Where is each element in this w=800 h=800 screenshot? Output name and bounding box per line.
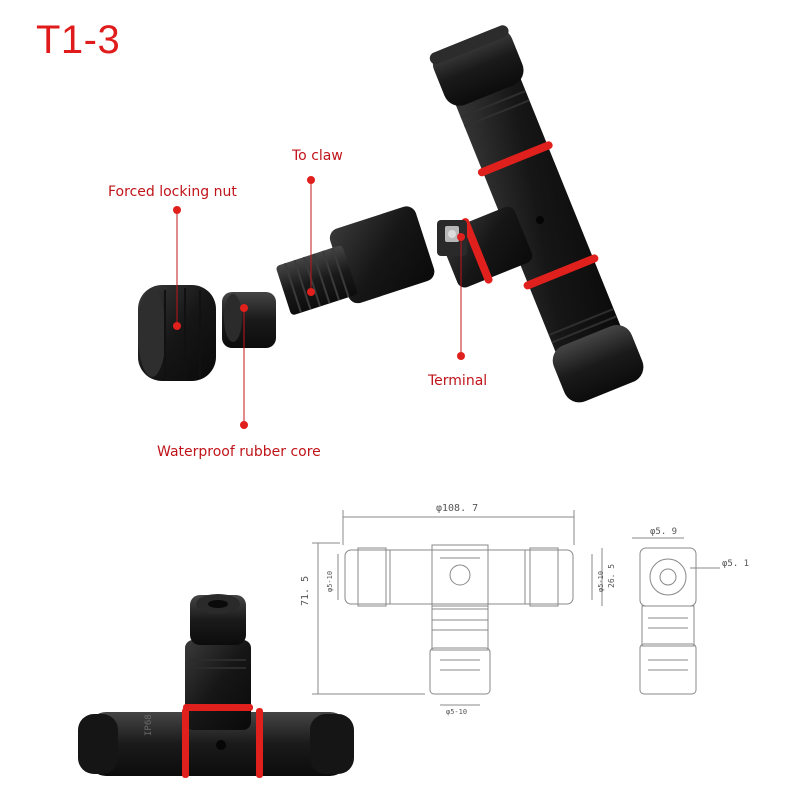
terminal-block [437,220,467,256]
terminal-label: Terminal [428,373,488,389]
t-connector-photo-bottom [78,594,354,778]
to-claw-part [276,206,435,315]
callout-dot [307,288,315,296]
product-title: T1-3 [36,18,121,62]
body-height-dimension: 26. 5 [607,563,616,588]
technical-drawing [312,510,720,706]
forced-locking-nut-label: Forced locking nut [108,184,237,200]
callout-dot [240,304,248,312]
waterproof-rubber-core-label: Waterproof rubber core [157,444,321,460]
ip68-marking: IP68 [144,714,154,736]
callout-dot [173,322,181,330]
rubber-core-part [222,292,276,348]
locking-nut-part [138,285,216,381]
side-diameter-right: φ5. 1 [722,559,750,569]
to-claw-label: To claw [292,148,343,164]
callout-dot [173,206,181,214]
side-diameter-top: φ5. 9 [650,527,678,537]
t-connector-assembled [429,25,644,403]
cable-range-left: φ5-10 [326,570,334,592]
cable-range-right: φ5-10 [597,570,605,592]
cable-range-bottom: φ5-10 [446,708,468,716]
callout-leaders [176,180,462,425]
callout-dot [457,233,465,241]
callout-dot [240,421,248,429]
height-dimension: 71. 5 [300,575,311,606]
callout-dot [457,352,465,360]
overall-length-dimension: φ108. 7 [436,503,479,514]
callout-dot [307,176,315,184]
